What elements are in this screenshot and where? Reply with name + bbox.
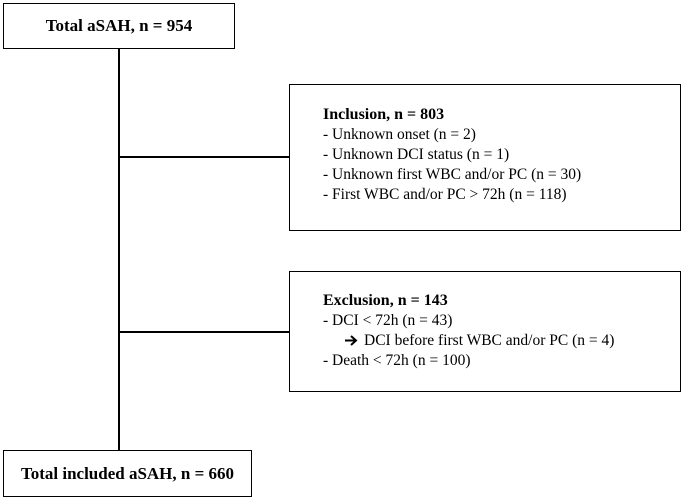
exclusion-connector-line xyxy=(118,331,289,333)
final-box: Total included aSAH, n = 660 xyxy=(3,450,252,497)
inclusion-item: - Unknown onset (n = 2) xyxy=(323,126,476,143)
inclusion-item: - Unknown DCI status (n = 1) xyxy=(323,146,510,163)
exclusion-item: - Death < 72h (n = 100) xyxy=(323,352,471,369)
inclusion-item: - First WBC and/or PC > 72h (n = 118) xyxy=(323,186,567,203)
total-box: Total aSAH, n = 954 xyxy=(3,3,235,49)
exclusion-box: Exclusion, n = 143 - DCI < 72h (n = 43) … xyxy=(289,271,681,392)
exclusion-heading: Exclusion, n = 143 xyxy=(323,292,448,309)
exclusion-item: - DCI < 72h (n = 43) xyxy=(323,312,453,329)
inclusion-box: Inclusion, n = 803 - Unknown onset (n = … xyxy=(289,84,681,231)
exclusion-subitem: DCI before first WBC and/or PC (n = 4) xyxy=(323,331,680,351)
exclusion-subitem-label: DCI before first WBC and/or PC (n = 4) xyxy=(364,332,615,349)
inclusion-connector-line xyxy=(118,156,289,158)
right-arrow-icon xyxy=(345,331,358,351)
main-connector-line xyxy=(118,49,120,450)
inclusion-heading: Inclusion, n = 803 xyxy=(323,106,445,123)
final-label: Total included aSAH, n = 660 xyxy=(20,463,235,483)
total-label: Total aSAH, n = 954 xyxy=(45,16,193,35)
inclusion-item: - Unknown first WBC and/or PC (n = 30) xyxy=(323,166,582,183)
